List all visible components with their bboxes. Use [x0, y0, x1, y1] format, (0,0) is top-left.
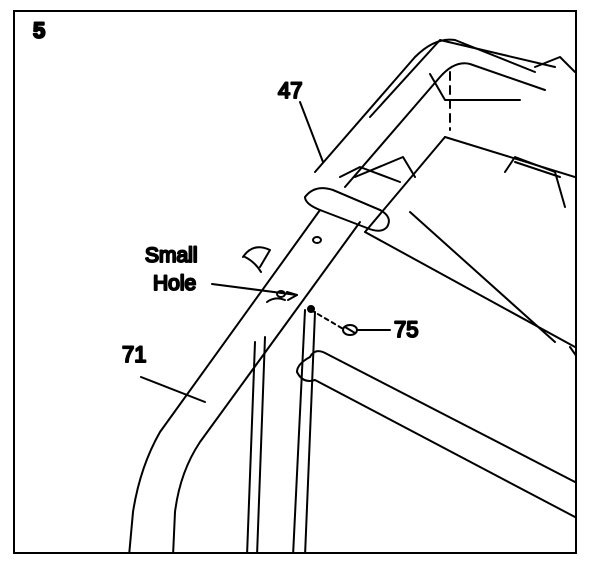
console-tray: [364, 56, 575, 356]
leader-lines: [140, 101, 391, 403]
part-label-71: 71: [122, 342, 146, 367]
callout-small: Small: [145, 244, 198, 267]
part-47-sleeve: [304, 156, 416, 232]
upper-frame-tube: [314, 38, 556, 188]
step-number: 5: [33, 18, 45, 43]
part-71-upright: [128, 209, 361, 552]
part-label-75: 75: [394, 317, 418, 342]
vertical-legs: [246, 309, 316, 552]
part-75-screw: [307, 305, 358, 336]
diagram-frame: 5 47 Small Hole 75 71: [13, 10, 577, 554]
assembly-diagram: 5 47 Small Hole 75 71: [32, 17, 575, 552]
callout-hole: Hole: [153, 272, 196, 295]
part-label-47: 47: [278, 78, 302, 103]
cross-tube: [296, 350, 575, 518]
